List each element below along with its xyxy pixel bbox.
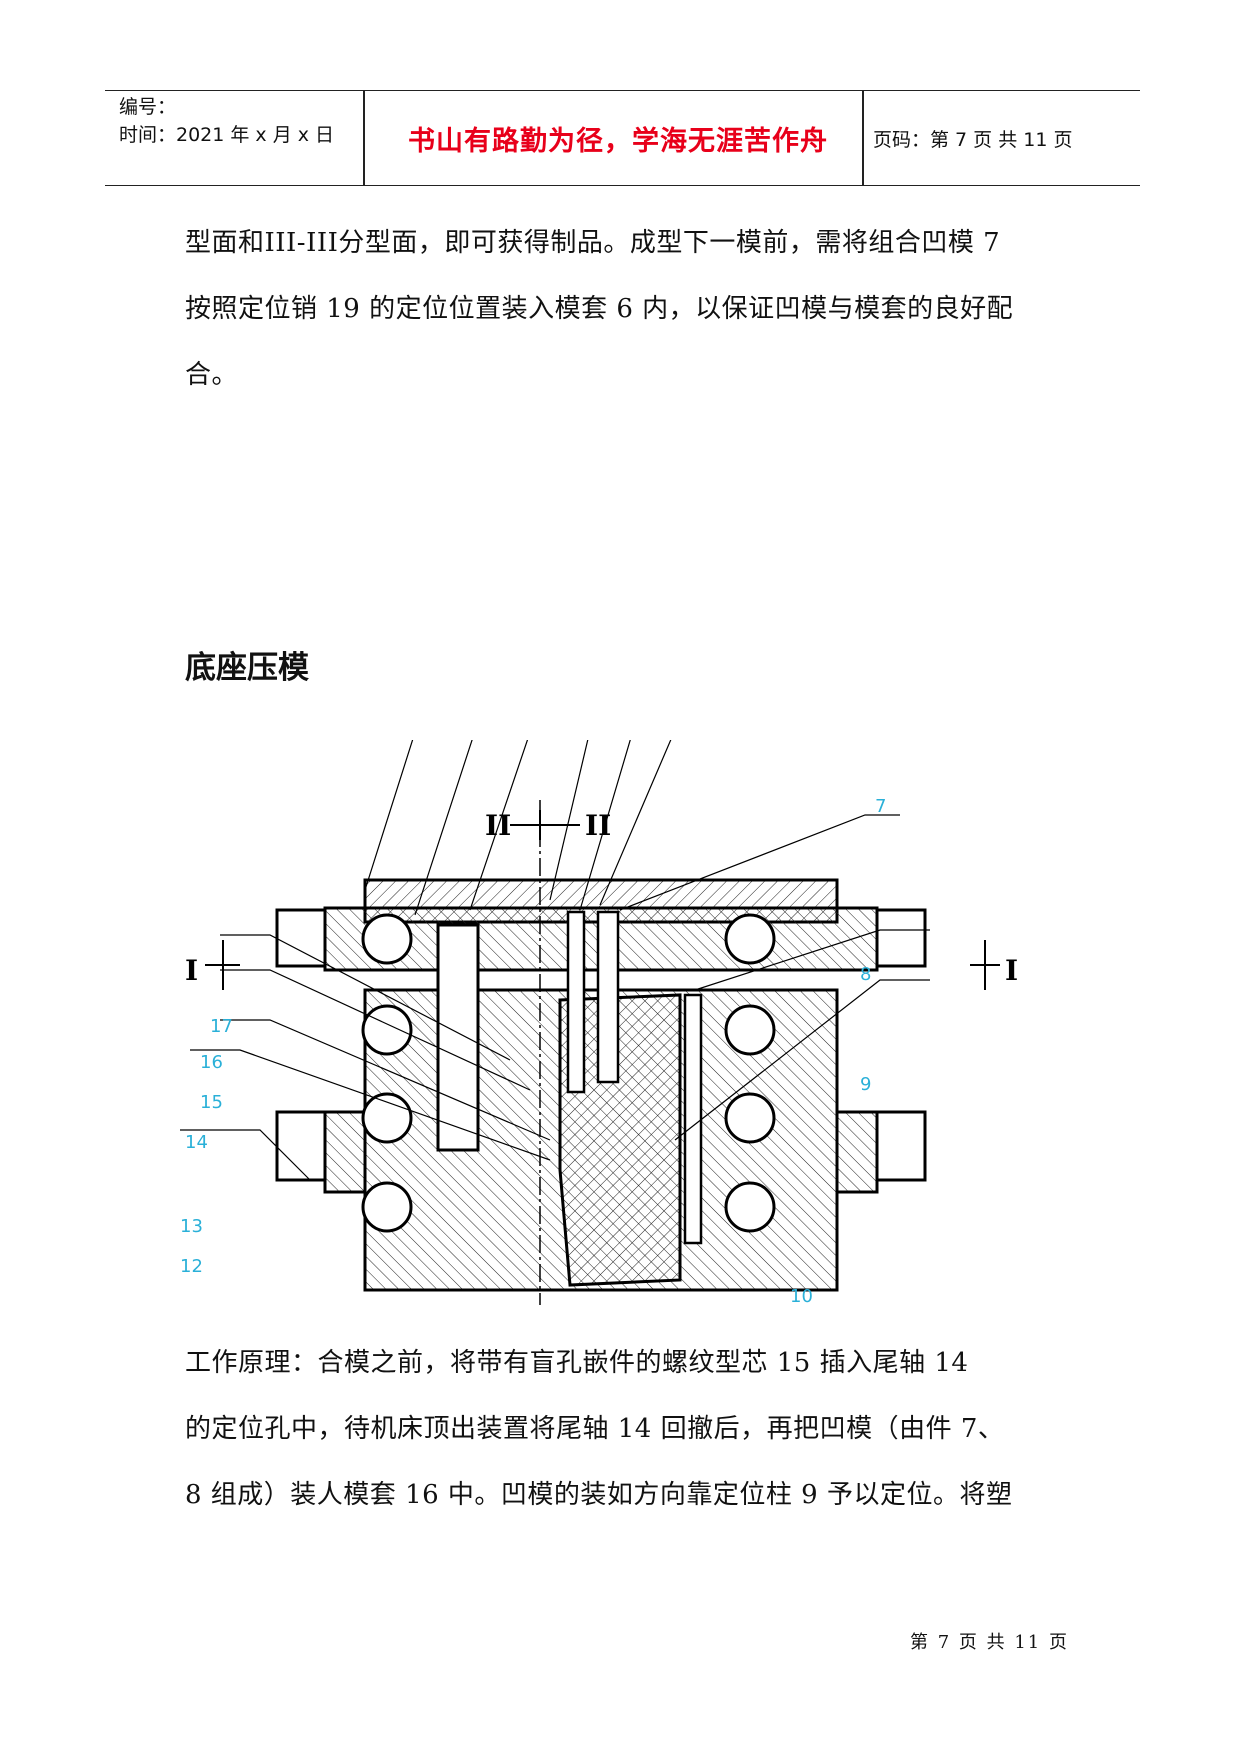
part-number: 17 xyxy=(210,1016,233,1037)
bottom-paragraph: 工作原理：合模之前，将带有盲孔嵌件的螺纹型芯 15 插入尾轴 14 的定位孔中，… xyxy=(185,1330,1075,1528)
header-divider xyxy=(363,91,365,185)
section-title: 底座压模 xyxy=(185,650,309,686)
text-line: 的定位孔中，待机床顶出装置将尾轴 14 回撤后，再把凹模（由件 7、 xyxy=(185,1414,1005,1444)
text-line: 合。 xyxy=(185,360,239,390)
part-number: 16 xyxy=(200,1052,223,1073)
section-mark: I xyxy=(1005,954,1018,987)
mold-drawing: 1 2 3 4 5 6 7 8 9 10 12 13 14 15 16 17 I… xyxy=(180,740,1018,1307)
part-number: 14 xyxy=(185,1132,208,1153)
part-number: 15 xyxy=(200,1092,223,1113)
header-divider xyxy=(862,91,864,185)
header-motto: 书山有路勤为径，学海无涯苦作舟 xyxy=(408,125,828,157)
core-pin xyxy=(566,910,586,1094)
section-mark: I xyxy=(185,954,198,987)
body-flange xyxy=(323,1110,367,1194)
core-pin xyxy=(596,910,620,1084)
time-label: 时间：2021 年 x 月 x 日 xyxy=(119,124,335,146)
text-line: 按照定位销 19 的定位位置装入模套 6 内，以保证凹模与模套的良好配 xyxy=(185,294,1014,324)
text-line: 型面和III-III分型面，即可获得制品。成型下一模前，需将组合凹模 7 xyxy=(185,228,1001,258)
cavity-insert xyxy=(558,993,682,1287)
part-number: 10 xyxy=(790,1286,813,1307)
flange-tab xyxy=(275,1110,327,1182)
section-mark: II xyxy=(485,809,511,842)
flange-tab xyxy=(275,908,327,968)
part-number: 7 xyxy=(875,796,886,817)
part-number: 12 xyxy=(180,1256,203,1277)
guide-pin xyxy=(436,923,480,1152)
header-page-info: 页码：第 7 页 共 11 页 xyxy=(873,128,1073,151)
flange-tab xyxy=(875,1110,927,1182)
locating-pin xyxy=(683,993,703,1245)
top-paragraph: 型面和III-III分型面，即可获得制品。成型下一模前，需将组合凹模 7 按照定… xyxy=(185,210,1075,408)
number-label: 编号： xyxy=(119,96,177,118)
body-flange xyxy=(835,1110,879,1194)
text-line: 工作原理：合模之前，将带有盲孔嵌件的螺纹型芯 15 插入尾轴 14 xyxy=(185,1348,969,1378)
text-line: 8 组成）装人模套 16 中。凹模的装如方向靠定位柱 9 予以定位。将塑 xyxy=(185,1480,1013,1510)
part-number: 13 xyxy=(180,1216,203,1237)
part-number: 9 xyxy=(860,1074,871,1095)
page-footer: 第 7 页 共 11 页 xyxy=(910,1632,1069,1653)
part-number: 8 xyxy=(860,964,871,985)
page-header: 编号： 时间：2021 年 x 月 x 日 书山有路勤为径，学海无涯苦作舟 页码… xyxy=(105,90,1140,186)
section-mark: II xyxy=(585,809,611,842)
header-meta: 编号： 时间：2021 年 x 月 x 日 xyxy=(119,93,334,149)
flange-tab xyxy=(875,908,927,968)
